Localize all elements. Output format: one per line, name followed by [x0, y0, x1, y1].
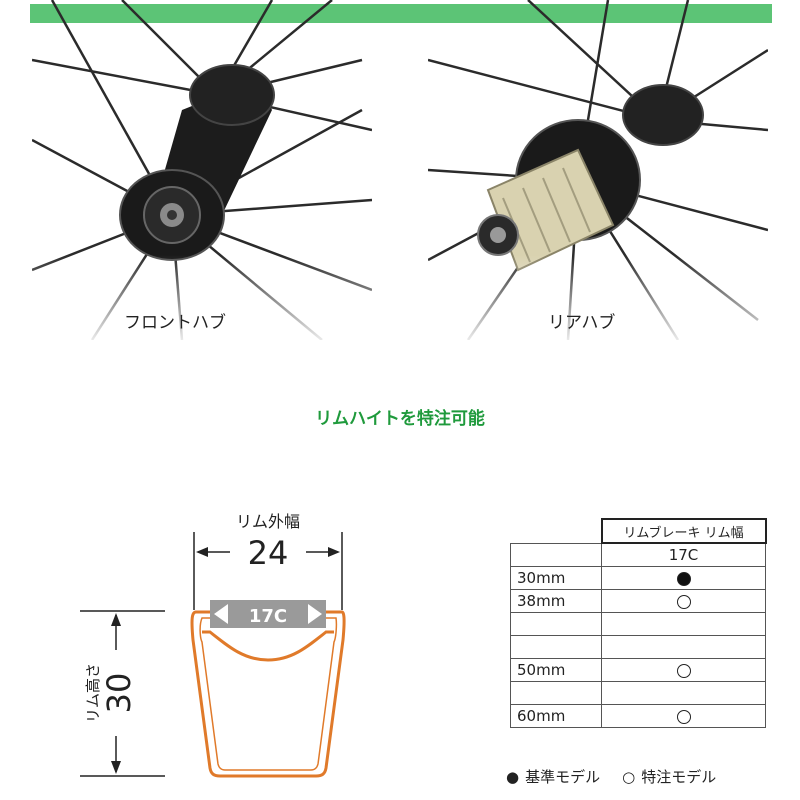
row-label: 50mm: [510, 658, 602, 682]
front-hub-label: フロントハブ: [124, 313, 226, 333]
row-label: 60mm: [510, 704, 602, 728]
table-row: 50mm: [510, 658, 766, 682]
filled-circle-icon: ●: [506, 768, 520, 786]
legend: ●基準モデル ○特注モデル: [506, 766, 716, 787]
table-row: [510, 635, 766, 659]
custom-rim-height-heading: リムハイトを特注可能: [315, 409, 485, 429]
rim-outer-width-value: 24: [248, 534, 289, 572]
row-label: 38mm: [510, 589, 602, 613]
rear-hub-label: リアハブ: [548, 313, 616, 333]
rim-outer-width-label: リム外幅: [236, 512, 300, 531]
table-row: 30mm: [510, 566, 766, 590]
rim-inner-width-value: 17C: [249, 606, 287, 627]
table-row: [510, 612, 766, 636]
rim-height-label: リム高さ: [84, 663, 102, 723]
custom-model-circle-icon: [676, 663, 691, 678]
standard-model-dot-icon: [676, 571, 691, 586]
legend-custom: ○特注モデル: [622, 768, 717, 786]
legend-standard: ●基準モデル: [506, 768, 601, 786]
rim-height-spec-table: リムブレーキ リム幅 17C 30mm 38mm 50mm: [510, 518, 767, 728]
open-circle-icon: ○: [622, 768, 636, 786]
custom-model-circle-icon: [676, 594, 691, 609]
front-hub-photo: [32, 0, 372, 340]
table-header: リムブレーキ リム幅: [600, 518, 767, 544]
rim-height-value: 30: [100, 673, 138, 714]
rim-cross-section-diagram: リム外幅 24 17C リム高さ 30: [60, 500, 360, 794]
table-row: 60mm: [510, 704, 766, 728]
row-label: 30mm: [510, 566, 602, 590]
custom-model-circle-icon: [676, 709, 691, 724]
rear-hub-photo: [428, 0, 768, 340]
table-row: [510, 681, 766, 705]
table-column-width: 17C: [601, 542, 766, 567]
table-row: 38mm: [510, 589, 766, 613]
